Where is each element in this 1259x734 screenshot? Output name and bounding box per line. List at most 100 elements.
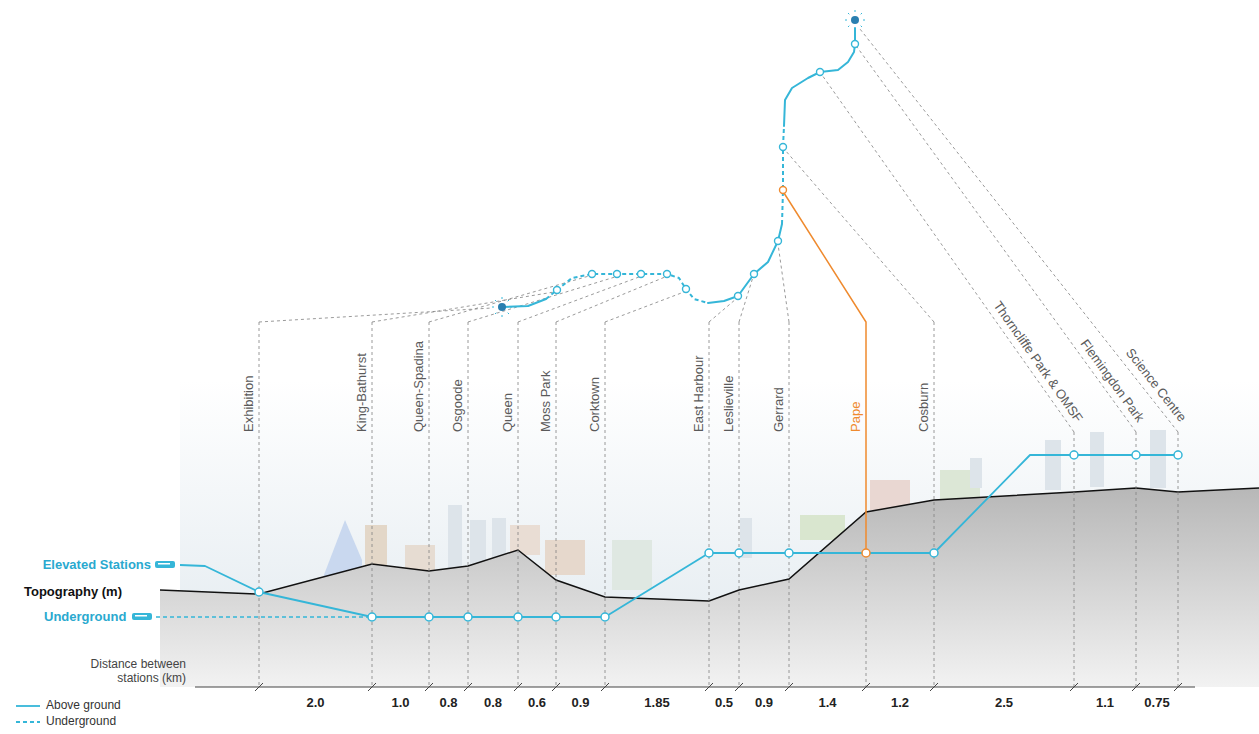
station-name: Moss Park <box>539 371 554 432</box>
distance-value: 0.8 <box>439 696 457 711</box>
building <box>1090 432 1104 487</box>
axis-tick <box>862 683 870 691</box>
station-dot <box>255 588 263 596</box>
station-drop-line <box>1178 432 1179 687</box>
building <box>1045 440 1061 490</box>
terminus-dot <box>851 16 859 24</box>
route-above-ground <box>708 224 782 303</box>
distance-value: 0.9 <box>571 696 589 711</box>
station-dot <box>601 613 609 621</box>
axis-label: Elevated Stations <box>43 558 151 573</box>
axis-tick <box>601 683 609 691</box>
station-dot <box>1132 451 1140 459</box>
axis-tick <box>1070 683 1078 691</box>
station-drop-line <box>468 322 469 687</box>
leader-line <box>857 47 1136 432</box>
station-dot <box>683 286 690 293</box>
station-dot <box>852 41 859 48</box>
station-dot <box>735 549 743 557</box>
station-dot <box>614 271 621 278</box>
axis-tick <box>255 683 263 691</box>
distance-value: 0.9 <box>755 696 773 711</box>
building <box>970 458 982 488</box>
axis-tick <box>514 683 522 691</box>
station-name: Corktown <box>588 377 603 432</box>
distance-value: 1.0 <box>391 696 409 711</box>
distance-axis <box>195 687 1195 688</box>
station-drop-line <box>259 322 260 687</box>
station-dot <box>1174 451 1182 459</box>
leader-line <box>605 292 684 322</box>
axis-tick <box>785 683 793 691</box>
distance-value: 1.85 <box>644 696 669 711</box>
axis-tick <box>930 683 938 691</box>
station-dot <box>780 187 787 194</box>
axis-tick <box>735 683 743 691</box>
axis-title: Distance between stations (km) <box>68 658 186 686</box>
terminus-icon <box>492 10 865 317</box>
building <box>612 540 652 590</box>
station-dot <box>638 271 645 278</box>
station-drop-line <box>429 322 430 687</box>
building <box>492 518 506 558</box>
station-drop-line <box>605 322 606 687</box>
leader-line <box>372 292 554 322</box>
axis-tick <box>1132 683 1140 691</box>
station-dot <box>817 69 824 76</box>
station-name: Thorncliffe Park & OMSF <box>990 299 1085 425</box>
station-name: East Harbour <box>692 355 707 432</box>
underground-guide-line <box>156 616 368 618</box>
legend-line-sample <box>16 705 40 707</box>
station-dot <box>735 293 742 300</box>
distance-value: 1.4 <box>818 696 836 711</box>
station-dot <box>514 613 522 621</box>
distance-value: 2.0 <box>306 696 324 711</box>
axis-label: Underground <box>44 610 126 625</box>
distance-value: 2.5 <box>995 696 1013 711</box>
legend-line-sample <box>16 721 40 723</box>
station-dot <box>552 613 560 621</box>
station-drop-line <box>372 322 373 687</box>
distance-value: 1.2 <box>891 696 909 711</box>
station-drop-line <box>866 553 867 687</box>
topography-line <box>160 488 1259 601</box>
station-name: Queen <box>501 393 516 432</box>
leader-line <box>259 308 492 322</box>
station-dot <box>1070 451 1078 459</box>
terminus-rays <box>492 297 512 317</box>
leader-line <box>556 277 665 322</box>
station-drop-line <box>518 322 519 687</box>
building <box>448 505 462 570</box>
station-dot <box>464 613 472 621</box>
station-name: Cosburn <box>917 383 932 432</box>
distance-value: 0.75 <box>1144 696 1169 711</box>
axis-tick <box>552 683 560 691</box>
station-drop-line <box>1074 432 1075 687</box>
route-above-ground <box>784 28 855 126</box>
axis-tick <box>1174 683 1182 691</box>
station-dot <box>785 549 793 557</box>
station-drop-line <box>934 322 935 687</box>
station-dot <box>368 613 376 621</box>
station-name: Queen-Spadina <box>412 341 427 432</box>
leader-line <box>468 277 615 322</box>
train-body <box>132 613 152 620</box>
terminus-dot <box>498 303 506 311</box>
station-drop-line <box>556 322 557 687</box>
leader-line <box>822 75 1074 432</box>
station-name: Leslieville <box>722 376 737 432</box>
station-dot <box>780 144 787 151</box>
station-name: Pape <box>849 402 864 432</box>
station-name: Gerrard <box>772 387 787 432</box>
axis-tick <box>464 683 472 691</box>
ground-fill <box>160 488 1259 687</box>
train-body <box>155 561 175 568</box>
axis-label: Topography (m) <box>24 585 122 600</box>
distance-value: 0.5 <box>715 696 733 711</box>
station-dot <box>775 238 782 245</box>
station-dot <box>930 549 938 557</box>
station-dot <box>751 271 758 278</box>
station-dot <box>425 613 433 621</box>
leader-line <box>778 244 789 322</box>
